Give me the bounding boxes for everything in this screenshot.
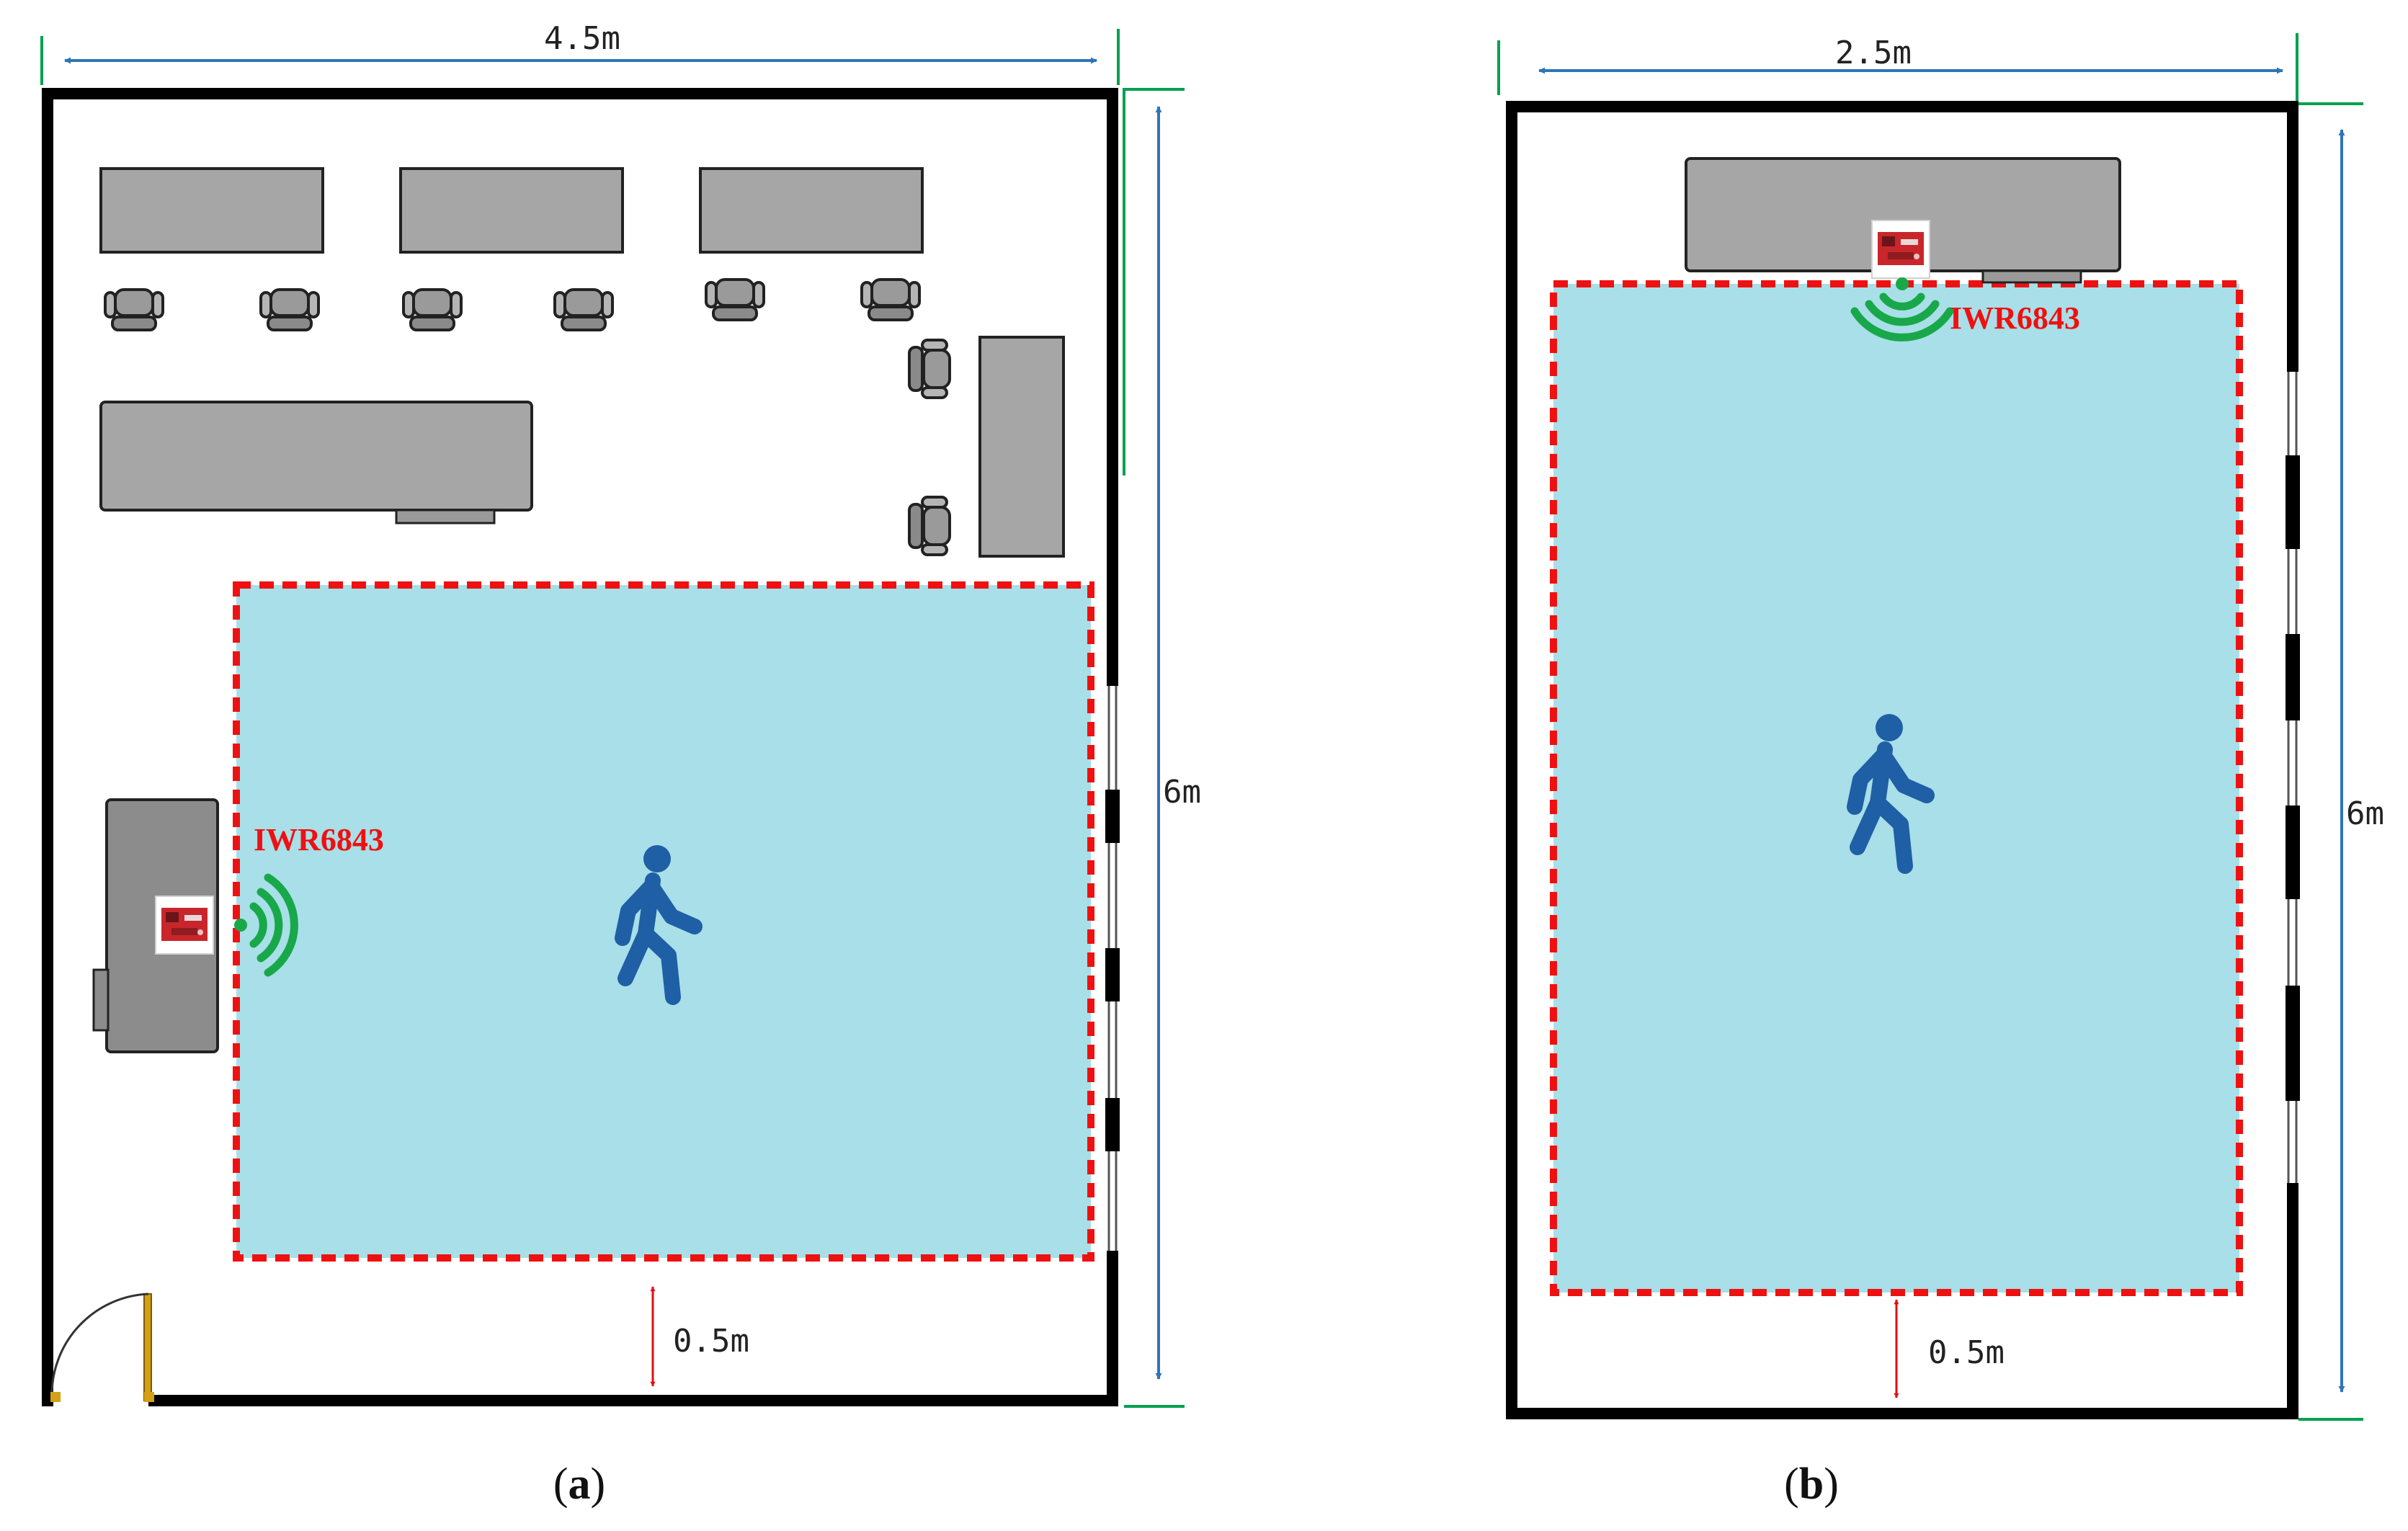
radar-sensor-board-icon: [155, 896, 214, 955]
panel-b-gap-label: 0.5m: [1928, 1334, 2005, 1371]
office-chair-icon: [908, 339, 951, 399]
office-chair-icon: [553, 288, 614, 331]
panel-a: 4.5m: [40, 20, 1201, 1509]
panel-b-height-label: 6m: [2346, 795, 2384, 832]
panel-b-sensor-label: IWR6843: [1950, 300, 2080, 336]
panel-a-detection-zone: [233, 581, 1094, 1262]
panel-a-walls: [42, 88, 1125, 1406]
office-chair-icon: [259, 288, 320, 331]
office-chair-icon: [908, 496, 951, 556]
panel-a-gap-label: 0.5m: [673, 1323, 749, 1360]
panel-a-sensor-label: IWR6843: [254, 822, 384, 857]
panel-b-walls: [1506, 101, 2298, 1419]
office-chair-icon: [860, 278, 921, 321]
panel-a-height-label: 6m: [1163, 774, 1201, 811]
panel-b-caption: (b): [1784, 1460, 1839, 1509]
panel-b: 2.5m IWR6843: [1497, 33, 2384, 1509]
panel-a-window: [1105, 686, 1120, 1251]
panel-b-furniture: [1685, 157, 2121, 284]
radar-sensor-board-icon: [1871, 220, 1930, 279]
office-chair-icon: [104, 288, 164, 331]
office-chair-icon: [705, 278, 765, 321]
panel-b-width-label: 2.5m: [1835, 35, 1912, 71]
panel-b-window: [2286, 372, 2300, 1183]
panel-a-caption: (a): [553, 1460, 605, 1509]
panel-a-width-label: 4.5m: [544, 20, 620, 57]
panel-a-door: [50, 1293, 154, 1402]
office-chair-icon: [402, 288, 463, 331]
